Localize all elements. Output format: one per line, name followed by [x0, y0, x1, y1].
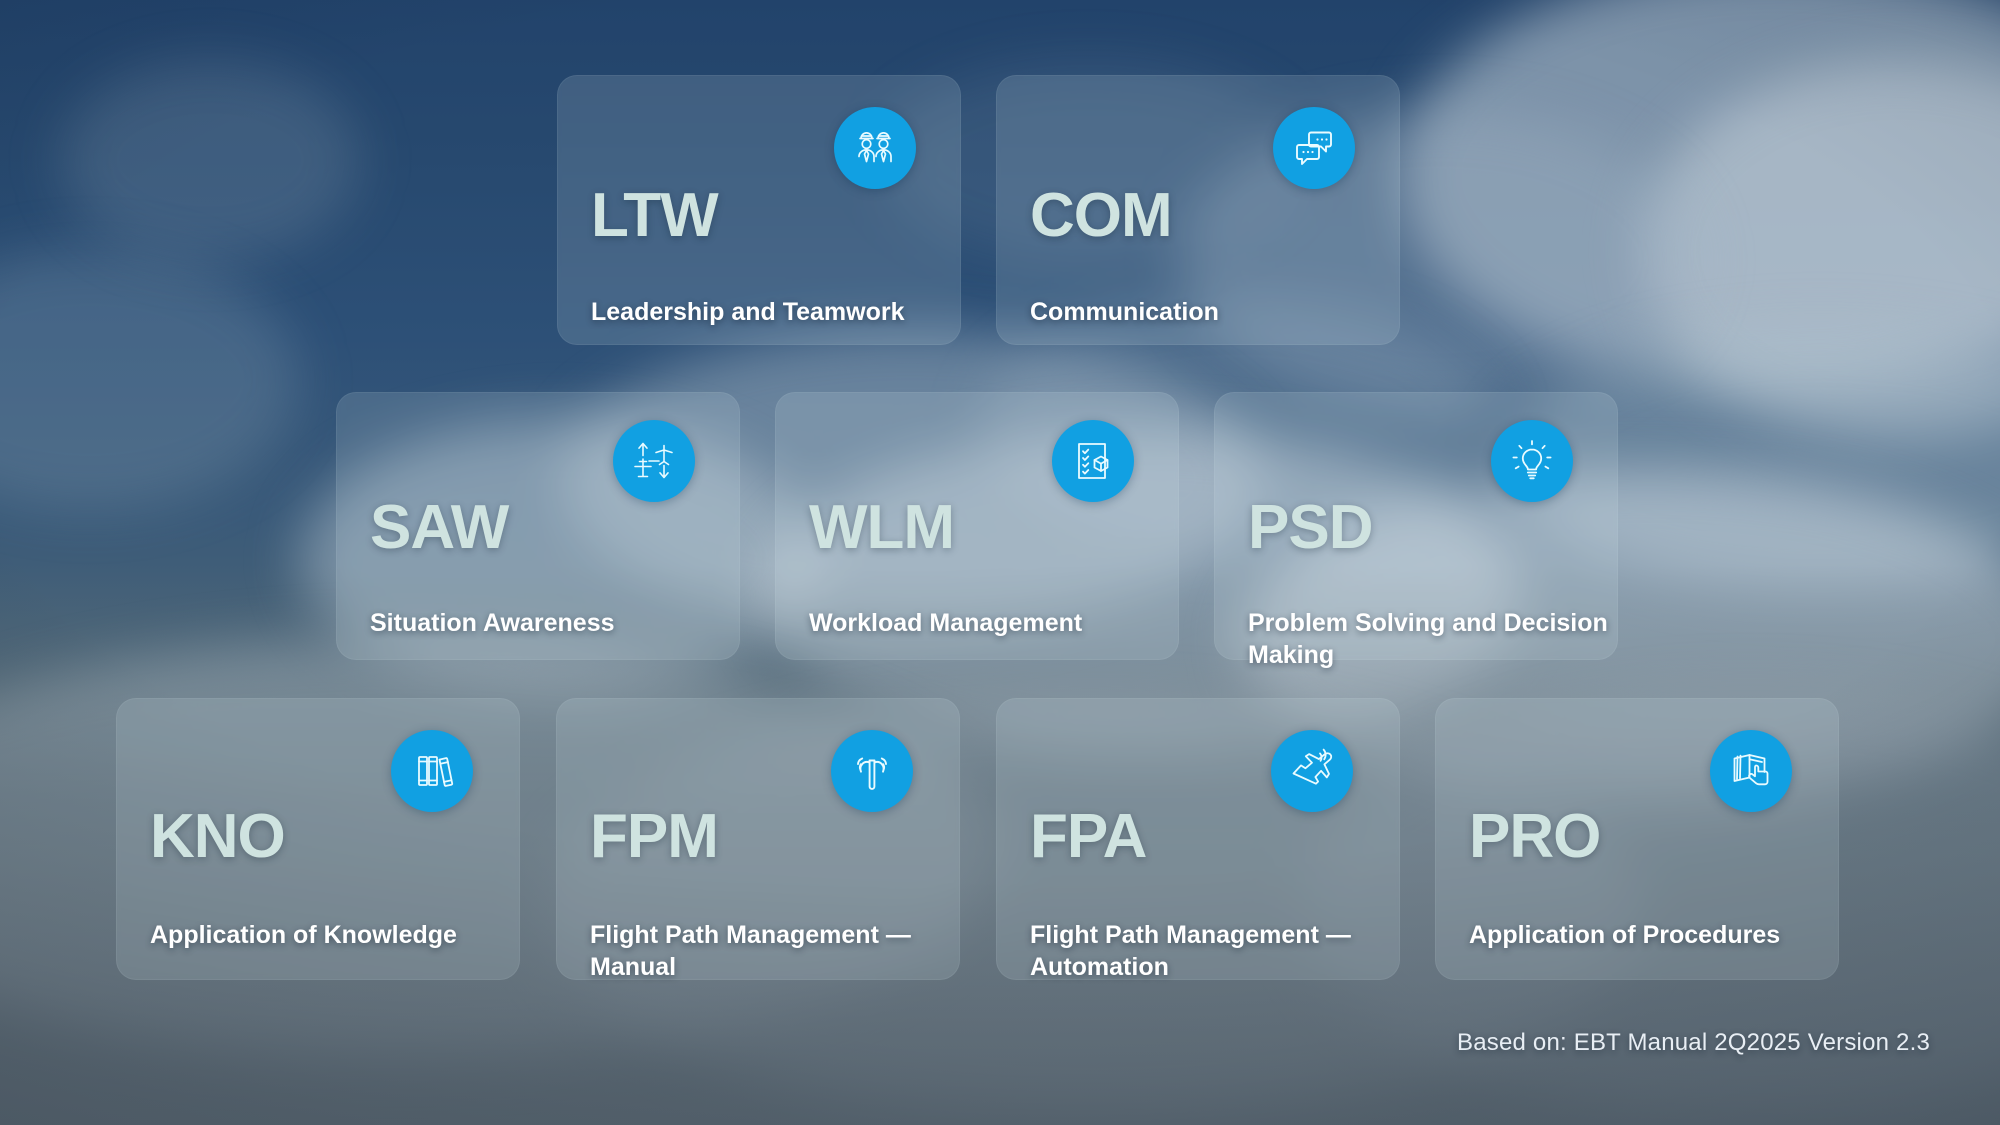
competency-description: Application of Knowledge — [150, 921, 457, 949]
competency-description: Flight Path Management — Manual — [590, 921, 911, 981]
books-icon — [391, 730, 473, 812]
competency-card-kno[interactable]: KNO Application of Knowledge — [116, 698, 520, 980]
competency-abbr: PSD — [1248, 493, 1373, 562]
competency-abbr: COM — [1030, 181, 1173, 250]
competency-description: Situation Awareness — [370, 609, 615, 637]
competency-card-saw[interactable]: SAW Situation Awareness — [336, 392, 740, 660]
checklist-cube-icon — [1052, 420, 1134, 502]
manual-hand-icon — [1710, 730, 1792, 812]
competency-card-wlm[interactable]: WLM Workload Management — [775, 392, 1179, 660]
competency-abbr: SAW — [370, 493, 509, 562]
competency-card-pro[interactable]: PRO Application of Procedures — [1435, 698, 1839, 980]
competency-abbr: FPM — [590, 802, 719, 871]
traffic-aircraft-arrows-icon — [613, 420, 695, 502]
competency-abbr: KNO — [150, 802, 286, 871]
competency-description: Problem Solving and Decision Making — [1248, 609, 1608, 669]
hands-on-yoke-icon — [831, 730, 913, 812]
cloud-shape — [60, 60, 360, 260]
competency-card-com[interactable]: COM Communication — [996, 75, 1400, 345]
competency-description: Flight Path Management — Automation — [1030, 921, 1351, 981]
speech-bubbles-icon — [1273, 107, 1355, 189]
competency-description: Workload Management — [809, 609, 1083, 637]
source-note: Based on: EBT Manual 2Q2025 Version 2.3 — [1457, 1029, 1930, 1056]
competency-abbr: FPA — [1030, 802, 1147, 871]
competency-card-psd[interactable]: PSD Problem Solving and Decision Making — [1214, 392, 1618, 669]
competency-abbr: LTW — [591, 181, 719, 250]
pilot-crew-icon — [834, 107, 916, 189]
competency-abbr: PRO — [1469, 802, 1601, 871]
competency-description: Leadership and Teamwork — [591, 298, 905, 326]
competency-card-ltw[interactable]: LTW Leadership and Teamwork — [557, 75, 961, 345]
competency-description: Application of Procedures — [1469, 921, 1781, 949]
lightbulb-icon — [1491, 420, 1573, 502]
competency-abbr: WLM — [809, 493, 955, 562]
competency-card-fpa[interactable]: FPA Flight Path Management — Automation — [996, 698, 1400, 981]
aircraft-signal-icon — [1271, 730, 1353, 812]
competency-card-fpm[interactable]: FPM Flight Path Management — Manual — [556, 698, 960, 981]
competency-description: Communication — [1030, 298, 1219, 326]
